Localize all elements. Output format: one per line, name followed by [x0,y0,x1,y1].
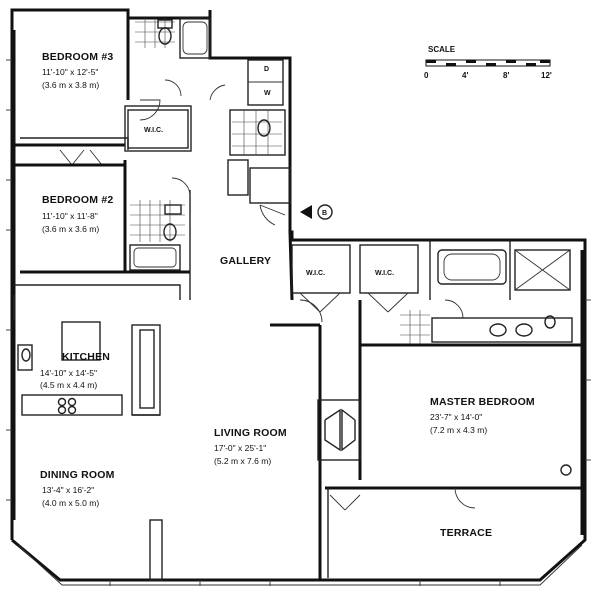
scale-tick-12: 12' [541,71,552,80]
master-bedroom-dim-m: (7.2 m x 4.3 m) [430,425,487,435]
dryer-label: D [264,66,269,73]
living-terrace-walls [270,323,582,580]
bedroom-3-dim-m: (3.6 m x 3.8 m) [42,80,99,90]
room-labels: BEDROOM #3 11'-10" x 12'-5" (3.6 m x 3.8… [40,51,535,539]
master-bedroom-name: MASTER BEDROOM [430,396,535,408]
kitchen-dim-m: (4.5 m x 4.4 m) [40,380,97,390]
kitchen-name: KITCHEN [62,351,110,363]
dining-room-name: DINING ROOM [40,469,115,481]
scale-title: SCALE [428,45,456,54]
bedroom-3-dim-ft: 11'-10" x 12'-5" [42,67,98,77]
bedroom-3-wic-label: W.I.C. [144,127,163,134]
bedroom-2-dim-ft: 11'-10" x 11'-8" [42,211,98,221]
gallery-name: GALLERY [220,255,271,267]
scale-tick-0: 0 [424,71,429,80]
living-room-dim-ft: 17'-0" x 25'-1" [214,443,266,453]
scale-bar: SCALE 0 4' 8' 12' [424,45,552,80]
utility-column [209,59,333,226]
bedroom-3-name: BEDROOM #3 [42,51,113,63]
master-suite-walls [291,240,582,480]
kitchen-walls [13,295,323,581]
living-room-dim-m: (5.2 m x 7.6 m) [214,456,271,466]
washer-label: W [264,90,271,97]
kitchen-dim-ft: 14'-10" x 14'-5" [40,368,97,378]
scale-tick-8: 8' [503,71,509,80]
exterior-walls [6,8,591,586]
bedroom-2-walls [14,149,191,300]
terrace-name: TERRACE [440,527,492,539]
bedroom-2-dim-m: (3.6 m x 3.6 m) [42,224,99,234]
master-wic-2-label: W.I.C. [375,270,394,277]
marker-b: B [322,210,327,217]
dining-room-dim-m: (4.0 m x 5.0 m) [42,498,99,508]
master-wic-1-label: W.I.C. [306,270,325,277]
scale-tick-4: 4' [462,71,468,80]
bedroom-2-name: BEDROOM #2 [42,194,113,206]
master-bedroom-dim-ft: 23'-7" x 14'-0" [430,412,482,422]
bedroom-3-walls [12,10,211,152]
dining-room-dim-ft: 13'-4" x 16'-2" [42,485,94,495]
living-room-name: LIVING ROOM [214,427,287,439]
